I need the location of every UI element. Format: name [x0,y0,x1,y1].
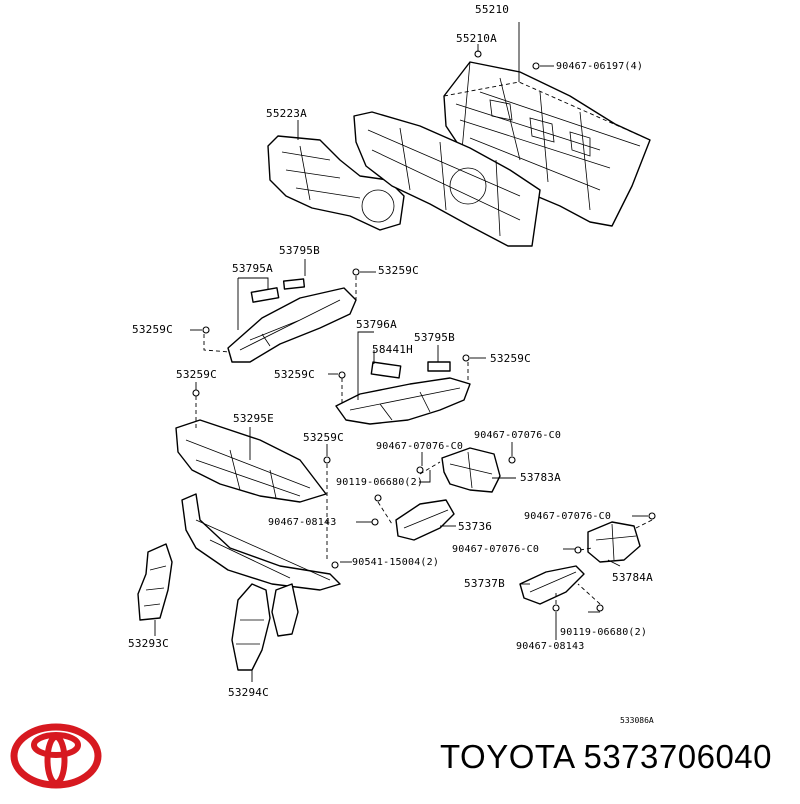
label-90467-06197: 90467-06197(4) [556,61,644,72]
bracket-53736 [395,499,455,541]
insulator-center [353,111,541,247]
label-53259c-6: 53259C [303,431,344,444]
label-55223a: 55223A [266,107,307,120]
label-90467-07076-c0-3: 90467-07076-C0 [524,511,612,522]
label-90467-07076-c0-4: 90467-07076-C0 [452,544,540,555]
label-53795b-2: 53795B [414,331,455,344]
label-90467-07076-c0-1: 90467-07076-C0 [474,430,562,441]
insulator-55223a [267,135,405,231]
label-53796a: 53796A [356,318,397,331]
label-53295e: 53295E [233,412,274,425]
label-55210: 55210 [475,3,510,16]
label-55210a: 55210A [456,32,497,45]
cowl-panel-lower [335,361,471,425]
label-53259c-4: 53259C [176,368,217,381]
bracket-53783a [441,447,501,493]
label-53737b: 53737B [464,577,505,590]
label-53294c: 53294C [228,686,269,699]
bracket-53784a [587,521,641,563]
label-90467-08143-1: 90467-08143 [268,517,337,528]
label-90541-15004: 90541-15004(2) [352,557,440,568]
label-53784a: 53784A [612,571,653,584]
diagram-code: 533086A [620,716,654,725]
cowl-panel-upper [227,278,357,363]
leader-lines [154,22,648,682]
dashed-lines [195,81,653,605]
label-53259c-5: 53259C [274,368,315,381]
label-53259c-3: 53259C [490,352,531,365]
cowl-ventilator-53295e [175,419,327,503]
part-number-footer: TOYOTA 5373706040 [440,738,773,775]
shield-53293c [137,543,173,621]
label-53259c-1: 53259C [378,264,419,277]
shield-53294c [231,583,299,671]
bracket-53737b [519,565,585,605]
label-53293c: 53293C [128,637,169,650]
label-53795b-1: 53795B [279,244,320,257]
label-53783a: 53783A [520,471,561,484]
label-90119-06680-1: 90119-06680(2) [336,477,424,488]
fasteners [192,50,656,612]
label-90119-06680-2: 90119-06680(2) [560,627,648,638]
label-53736: 53736 [458,520,493,533]
label-90467-07076-c0-2: 90467-07076-C0 [376,441,464,452]
radiator-support [181,493,341,591]
label-90467-08143-2: 90467-08143 [516,641,585,652]
label-58441h: 58441H [372,343,413,356]
toyota-logo-icon [10,720,102,792]
label-53795a: 53795A [232,262,273,275]
label-53259c-2: 53259C [132,323,173,336]
